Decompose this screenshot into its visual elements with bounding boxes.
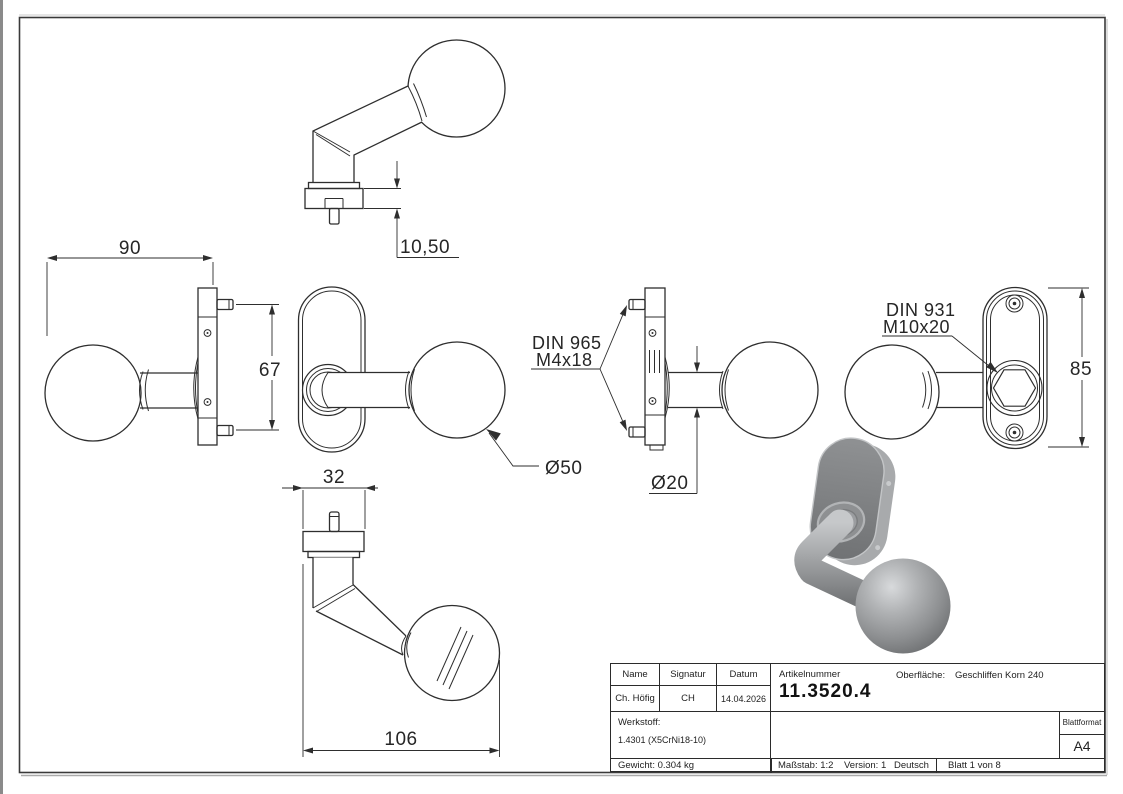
tb-surface-label: Oberfläche: <box>896 670 946 681</box>
side-screw-dot <box>875 545 881 551</box>
tb-article-area: Artikelnummer 11.3520.4 Oberfläche: Gesc… <box>770 664 1106 711</box>
tb-header-name: Name <box>611 664 660 686</box>
window-edge <box>0 0 3 794</box>
knob-ball-outline <box>44 344 142 442</box>
tb-weight: Gewicht: 0.304 kg <box>618 760 695 771</box>
tb-surface-value: Geschliffen Korn 240 <box>955 670 1044 681</box>
spec-text-countersunk-1: DIN 965 <box>532 333 602 353</box>
view-top <box>304 39 506 225</box>
spec-text-hexbolt-2: M10x20 <box>883 317 950 337</box>
side-screw-dot <box>886 481 892 487</box>
view-front <box>297 286 506 453</box>
title-block-divider <box>611 758 1104 759</box>
title-block-divider <box>936 758 937 773</box>
tb-language: Deutsch <box>894 760 929 771</box>
dim-plate-offset <box>364 161 459 258</box>
dim-text-neck-diameter: Ø20 <box>651 473 688 494</box>
title-block-divider <box>611 711 1104 712</box>
view-side-left <box>44 287 234 446</box>
dim-text-plate-width: 32 <box>323 467 345 488</box>
knob-ball-outline <box>408 341 506 439</box>
knob-ball-outline <box>407 39 506 138</box>
leader-knob-diameter <box>486 429 539 467</box>
drawing-frame <box>18 14 1108 777</box>
dim-text-pin-spacing: 67 <box>259 360 281 381</box>
dim-plate-width <box>282 485 378 529</box>
tb-sheet-format-label: Blattformat <box>1062 718 1102 727</box>
dim-text-total-length: 106 <box>384 729 417 750</box>
dim-pin-spacing <box>236 304 285 431</box>
dim-text-plate-offset: 10,50 <box>400 237 450 258</box>
render-3d <box>794 437 951 654</box>
tb-sheet-format-value: A4 <box>1073 737 1091 754</box>
tb-header-signature: Signatur <box>660 664 717 686</box>
tb-material-label: Werkstoff: <box>618 717 661 728</box>
title-block-divider <box>771 758 772 773</box>
leader-hex-bolt <box>882 335 998 373</box>
dim-text-back-plate-height: 85 <box>1070 359 1092 380</box>
dim-total-length <box>302 564 500 757</box>
render-ball <box>855 558 951 654</box>
dim-text-knob-diameter: Ø50 <box>545 458 582 479</box>
view-side-right <box>628 287 819 451</box>
tb-value-date: 14.04.2026 <box>720 693 767 704</box>
dim-text-side-width: 90 <box>119 238 141 259</box>
tb-value-signature: CH <box>660 686 717 711</box>
view-bottom <box>302 511 501 702</box>
tb-article-number: 11.3520.4 <box>779 681 872 702</box>
spec-text-hexbolt-1: DIN 931 <box>886 300 956 320</box>
tb-scale: Maßstab: 1:2 <box>778 760 834 771</box>
tb-material-value: 1.4301 (X5CrNi18-10) <box>618 735 707 745</box>
title-block-divider <box>770 664 771 773</box>
title-block: Name Signatur Datum Ch. Höfig CH 14.04.2… <box>610 663 1106 773</box>
knob-ball-outline <box>721 341 819 439</box>
dim-back-plate-height <box>1048 287 1098 448</box>
knob-ball-outline <box>403 604 501 702</box>
title-block-divider <box>1059 734 1104 735</box>
tb-version: Version: 1 <box>844 760 887 771</box>
tb-material-area: Werkstoff: 1.4301 (X5CrNi18-10) <box>611 711 770 758</box>
tb-header-date: Datum <box>717 664 770 686</box>
dim-neck-diameter <box>649 346 700 494</box>
leader-countersunk-screw <box>531 305 627 431</box>
tb-article-label: Artikelnummer <box>779 669 841 680</box>
tb-value-name: Ch. Höfig <box>611 686 660 711</box>
tb-sheet-number: Blatt 1 von 8 <box>948 760 1001 771</box>
render-arm <box>794 509 890 615</box>
spec-text-countersunk-2: M4x18 <box>536 350 593 370</box>
knob-ball-outline <box>844 344 940 440</box>
view-back <box>844 286 1048 450</box>
dim-side-width <box>46 255 214 336</box>
